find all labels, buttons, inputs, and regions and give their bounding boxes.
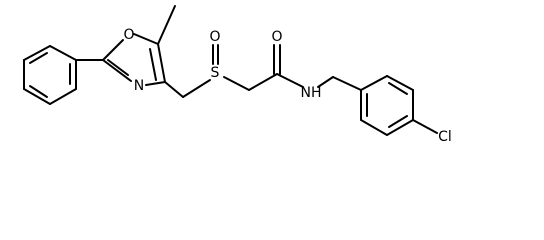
atom-label-chlorine: Cl — [438, 129, 452, 145]
atom-label-ring-oxygen: O — [123, 27, 134, 43]
bond — [386, 119, 414, 136]
bond — [388, 115, 408, 128]
bond — [49, 88, 77, 105]
bond — [23, 45, 51, 61]
bond — [317, 76, 334, 88]
bond — [248, 73, 278, 91]
bond — [388, 82, 408, 95]
bond — [102, 59, 132, 82]
bond — [360, 75, 388, 91]
bond — [29, 85, 48, 98]
bonds — [23, 5, 438, 136]
bond — [107, 59, 129, 76]
bond — [145, 81, 166, 86]
atom-label-sulfur: S — [211, 65, 220, 81]
bond — [223, 76, 250, 91]
atom-labels: O N S O O NH Cl — [123, 27, 451, 145]
atom-label-amide-nitrogen: NH — [301, 85, 322, 101]
bond — [412, 119, 438, 134]
bond — [49, 45, 77, 61]
bond — [23, 88, 51, 105]
atom-label-carbonyl-oxygen: O — [271, 29, 282, 45]
bond — [164, 81, 184, 98]
atom-label-sulfinyl-oxygen: O — [209, 29, 220, 45]
bond — [157, 43, 166, 83]
bond — [157, 5, 176, 45]
bond — [149, 48, 157, 81]
bond — [276, 73, 304, 88]
bond — [133, 33, 159, 45]
bond — [29, 52, 48, 64]
bond — [360, 119, 388, 136]
bond — [386, 75, 414, 91]
bond — [102, 39, 124, 61]
atom-label-ring-nitrogen: N — [134, 78, 144, 94]
bond — [182, 79, 211, 98]
molecular-structure: O N S O O NH Cl — [23, 5, 452, 145]
bond — [332, 76, 362, 91]
